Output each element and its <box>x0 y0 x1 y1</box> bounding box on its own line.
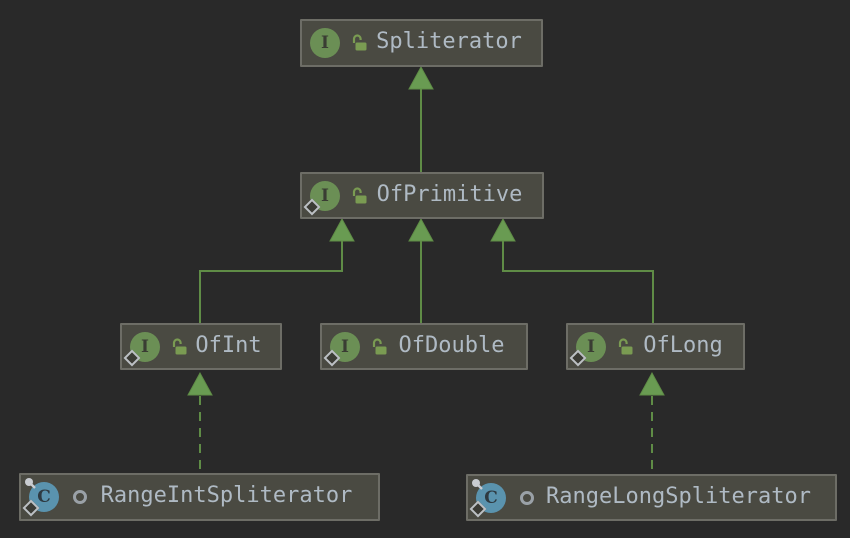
final-pin-badge-icon <box>25 478 36 489</box>
node-label: OfInt <box>195 332 262 358</box>
node-label: RangeLongSpliterator <box>546 483 811 509</box>
uml-node-ofint[interactable]: I OfInt <box>120 323 282 370</box>
interface-icon: I <box>569 331 606 366</box>
unlocked-padlock-icon <box>352 186 367 203</box>
interface-icon: I <box>310 28 340 58</box>
uml-node-oflong[interactable]: I OfLong <box>566 323 745 370</box>
uml-node-rangelongspliterator[interactable]: C RangeLongSpliterator <box>466 474 837 521</box>
unlocked-padlock-icon <box>618 337 633 354</box>
interface-icon: I <box>123 331 160 366</box>
node-label: RangeIntSpliterator <box>100 483 353 508</box>
edge-extends-ofprimitive-to-spliterator[interactable] <box>408 65 434 172</box>
unlocked-padlock-icon <box>352 34 367 51</box>
class-icon: C <box>469 478 506 517</box>
interface-icon: I <box>303 180 340 215</box>
interface-icon-letter: I <box>330 331 360 362</box>
interface-icon-letter: I <box>310 28 340 58</box>
package-private-icon <box>520 490 534 505</box>
uml-node-spliterator[interactable]: I Spliterator <box>300 19 543 67</box>
unlocked-padlock-icon <box>172 337 187 354</box>
edge-extends-ofint-to-ofprimitive[interactable] <box>199 217 355 323</box>
edge-implements-rangelongspliterator-to-oflong[interactable] <box>639 371 665 474</box>
interface-icon: I <box>323 331 360 366</box>
final-pin-badge-icon <box>472 478 483 490</box>
edge-extends-oflong-to-ofprimitive[interactable] <box>490 217 654 323</box>
uml-node-ofprimitive[interactable]: I OfPrimitive <box>300 172 544 219</box>
edge-extends-ofdouble-to-ofprimitive[interactable] <box>408 217 434 323</box>
node-label: OfPrimitive <box>376 181 523 207</box>
package-private-icon <box>73 490 87 504</box>
node-label: OfLong <box>643 332 723 358</box>
uml-node-rangeintspliterator[interactable]: C RangeIntSpliterator <box>19 473 380 521</box>
node-label: Spliterator <box>376 29 522 54</box>
edge-implements-rangeintspliterator-to-ofint[interactable] <box>187 371 213 473</box>
uml-node-ofdouble[interactable]: I OfDouble <box>320 323 528 370</box>
class-icon: C <box>22 478 59 517</box>
unlocked-padlock-icon <box>372 337 387 354</box>
node-label: OfDouble <box>398 332 505 358</box>
